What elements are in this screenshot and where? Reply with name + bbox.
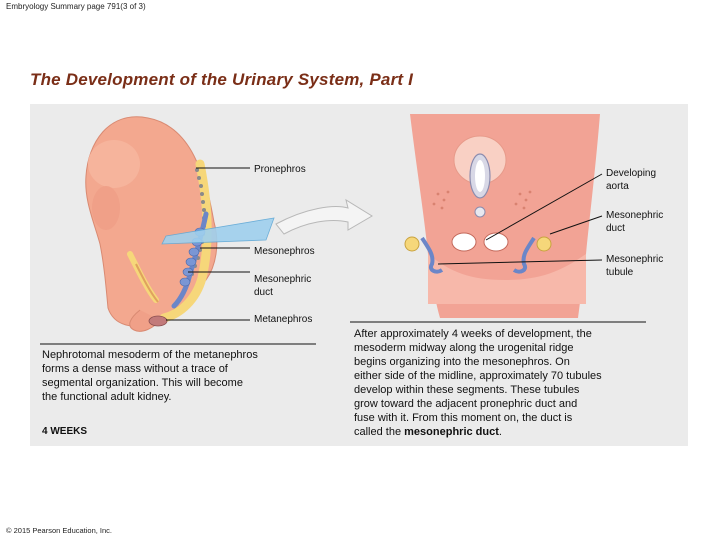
metanephros-description: Nephrotomal mesoderm of the metanephros …	[42, 349, 258, 403]
mesonephros-description: After approximately 4 weeks of developme…	[354, 327, 674, 439]
label-metanephros: Metanephros	[254, 314, 313, 325]
copyright-footer: © 2015 Pearson Education, Inc.	[6, 526, 113, 535]
label-mesonephros: Mesonephros	[254, 246, 315, 257]
leader-lines	[40, 167, 646, 345]
label-developing-aorta: Developing aorta	[606, 168, 657, 192]
arrow-icon	[275, 198, 373, 235]
stage-label: 4 WEEKS	[42, 426, 88, 437]
label-mesonephric-duct-right: Mesonephric duct	[606, 210, 664, 234]
page-title: The Development of the Urinary System, P…	[30, 70, 414, 89]
term-mesonephric-duct: mesonephric duct	[404, 426, 499, 438]
page-header: Embryology Summary page 791(3 of 3)	[6, 2, 146, 11]
label-pronephros: Pronephros	[254, 164, 306, 175]
figure-illustration	[40, 114, 646, 345]
label-mesonephric-duct: Mesonephric duct	[254, 274, 312, 298]
embryo-illustration	[85, 116, 275, 332]
cross-section-illustration	[404, 114, 600, 318]
label-mesonephric-tubule: Mesonephric tubule	[606, 254, 664, 278]
description-last-line: called the mesonephric duct.	[354, 426, 502, 438]
